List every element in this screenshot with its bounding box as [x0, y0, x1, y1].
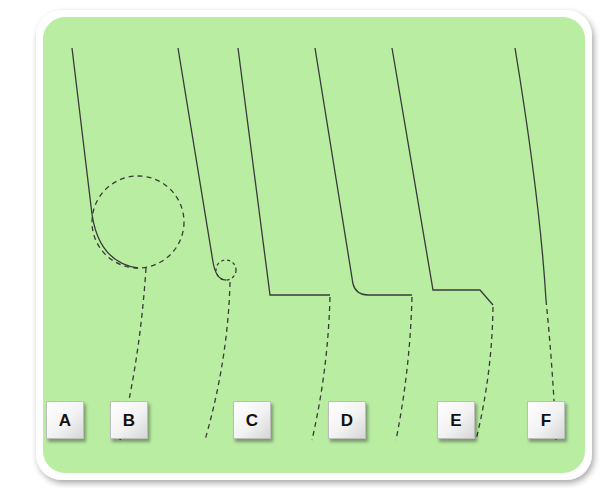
tab-letter: F [541, 412, 551, 429]
letter-tab: A [46, 401, 84, 439]
tab-letter: C [246, 412, 258, 429]
tab-letter: A [59, 412, 71, 429]
tab-letter: E [450, 412, 461, 429]
profile-a [72, 48, 138, 268]
profile-b [178, 48, 226, 280]
profile-d [315, 48, 412, 295]
letter-tab: E [437, 401, 475, 439]
profile-c [238, 48, 330, 295]
letter-tab: C [233, 401, 271, 439]
fillet-circle [92, 176, 184, 268]
tab-letter: B [123, 412, 135, 429]
letter-tab: D [328, 401, 366, 439]
letter-tab: B [110, 401, 148, 439]
profile-f [515, 48, 546, 300]
tab-letter: D [341, 412, 353, 429]
profile-d-lower [396, 297, 412, 440]
panel-border [36, 10, 592, 480]
panel-ground [43, 17, 585, 473]
profile-e-lower [476, 307, 493, 440]
profile-b-lower [205, 282, 230, 440]
profile-e [392, 48, 493, 305]
letter-tab: F [527, 401, 565, 439]
profile-lines [72, 48, 556, 440]
